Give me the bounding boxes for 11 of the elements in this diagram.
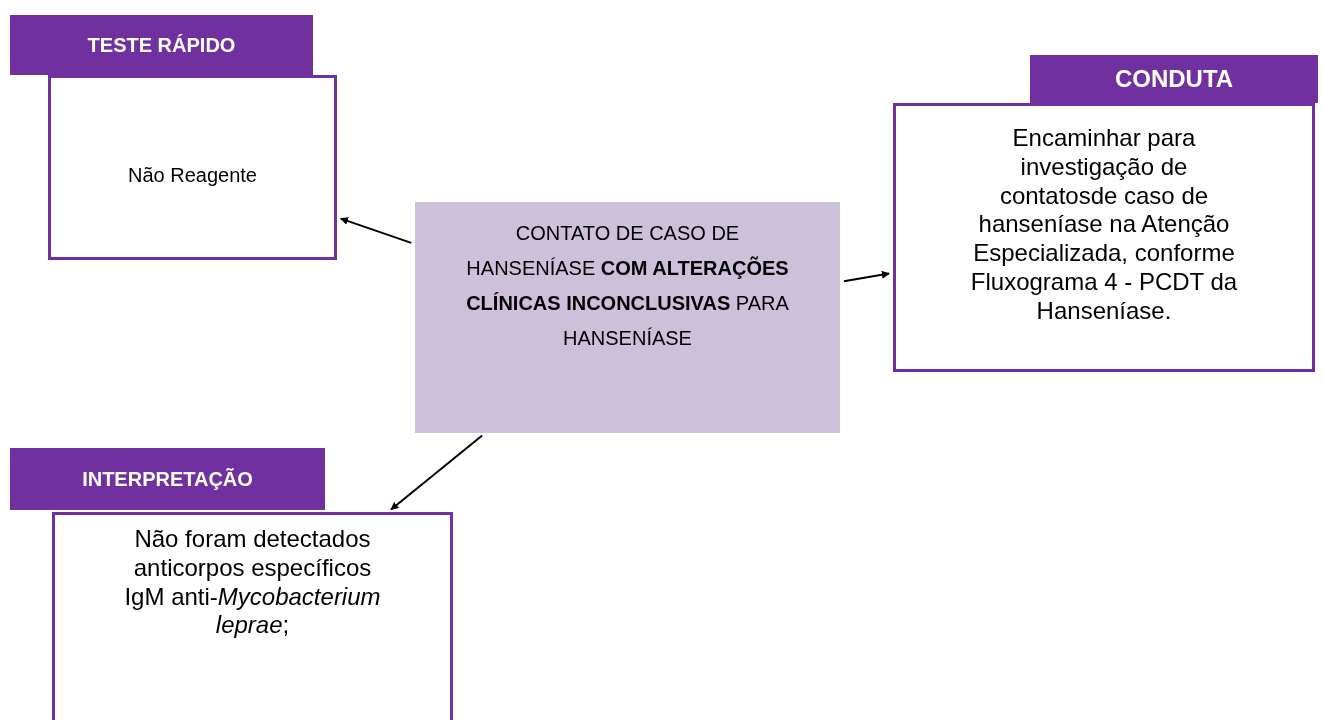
box-text: Não Reagente xyxy=(128,163,257,187)
arrow xyxy=(339,217,413,244)
box-text: Encaminhar para investigação de contatosde caso de hanseníase na Atenção Especializada, conforme Fluxograma 4 - PCDT da Hanseníase. xyxy=(969,124,1239,326)
box-text: Não foram detectados anticorpos específicos IgM anti-Mycobacterium leprae; xyxy=(123,525,382,641)
arrow xyxy=(390,434,484,511)
heading-tab: TESTE RÁPIDO xyxy=(10,15,313,75)
box-text: CONTATO DE CASO DE HANSENÍASE COM ALTERAÇÕES CLÍNICAS INCONCLUSIVAS PARA HANSENÍASE xyxy=(465,221,790,351)
process-box xyxy=(415,202,840,433)
heading-tab: INTERPRETAÇÃO xyxy=(10,448,325,510)
heading-tab: CONDUTA xyxy=(1030,55,1318,103)
arrow xyxy=(842,270,891,283)
